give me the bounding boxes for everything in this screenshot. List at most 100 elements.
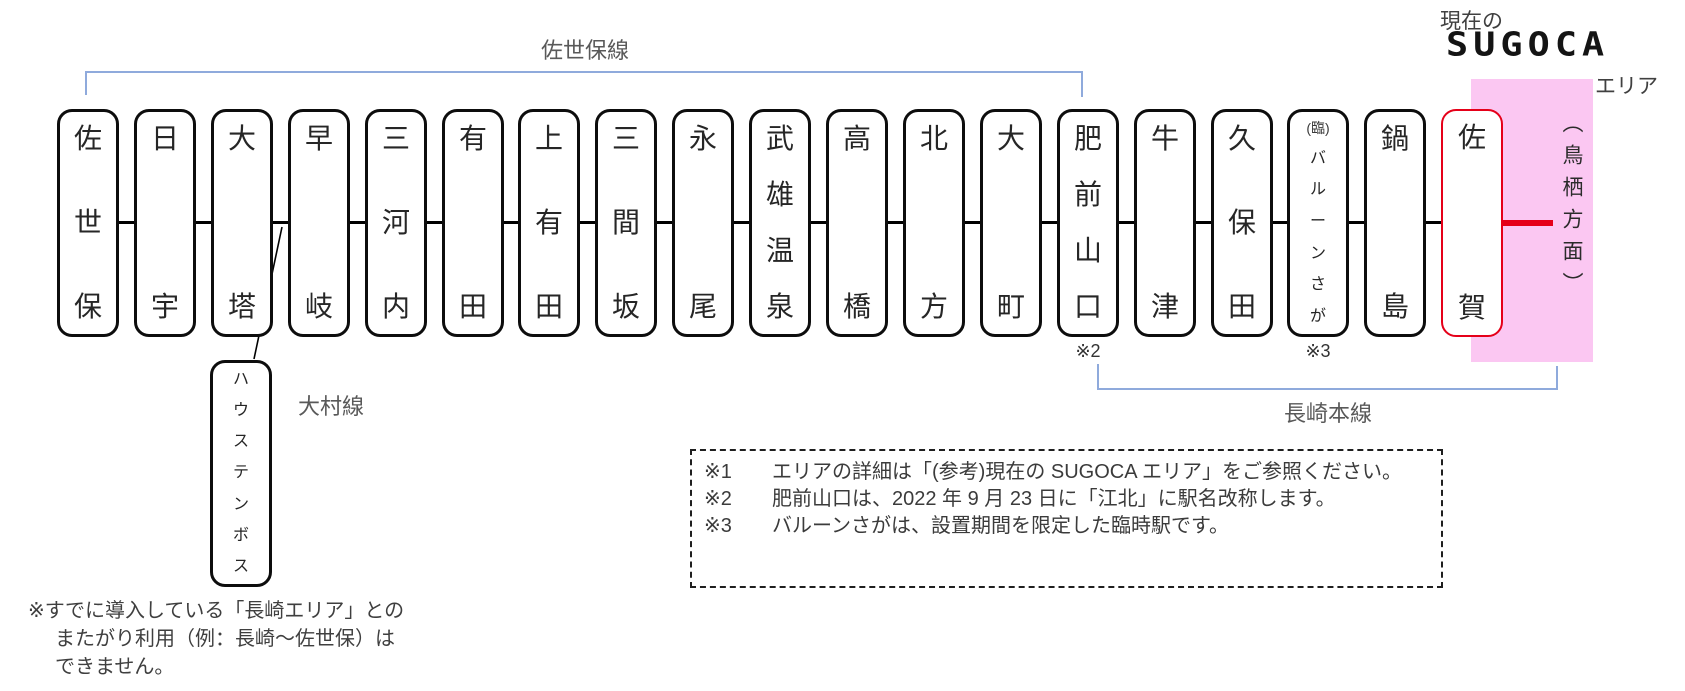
station-name-char: 日	[150, 123, 179, 154]
station-name-char: 内	[381, 291, 410, 322]
track-segment	[577, 221, 598, 224]
note-item: ※1 エリアの詳細は「(参考)現在の SUGOCA エリア」をご参照ください。	[704, 459, 1429, 486]
track-segment	[347, 221, 368, 224]
station-name-char: 佐	[1457, 122, 1486, 153]
station-name-char: 田	[458, 291, 487, 322]
station-name-char: 尾	[688, 291, 717, 322]
station-name-char: 上	[534, 123, 563, 154]
station-name-char: 方	[919, 291, 948, 322]
station-name-char: 三	[381, 123, 410, 154]
station-name-char: ン	[232, 495, 249, 513]
station-box: 佐世保	[57, 109, 119, 337]
nagasaki-line-bracket-left-tick	[1097, 364, 1099, 390]
station-name-char: ハ	[232, 371, 249, 388]
area-suffix-label: エリア	[1595, 75, 1658, 98]
station-name-char: 北	[919, 123, 948, 154]
track-segment	[1116, 221, 1137, 224]
note-line: ※すでに導入している「長崎エリア」との	[28, 600, 405, 622]
track-segment	[270, 221, 291, 224]
station-box: 日宇	[134, 109, 196, 337]
station-name-char: 前	[1073, 179, 1102, 210]
station-name-char: 町	[996, 291, 1025, 322]
station-box: (臨)バルーンさが	[1287, 109, 1349, 337]
station-name-char: ウ	[232, 402, 249, 420]
station-name-char: ス	[232, 433, 249, 451]
track-segment	[1193, 221, 1214, 224]
station-name-char: 坂	[611, 291, 640, 322]
station-box: 三間坂	[595, 109, 657, 337]
track-segment	[1039, 221, 1060, 224]
station-name-char: 泉	[765, 291, 794, 322]
sasebo-line-bracket-right-tick	[1081, 71, 1083, 97]
track-segment	[116, 221, 137, 224]
note-item: ※2 肥前山口は、2022 年 9 月 23 日に「江北」に駅名改称します。	[704, 486, 1429, 513]
note-line: またがり利用（例：長崎～佐世保）は	[55, 628, 395, 650]
station-name-char: テ	[232, 464, 249, 482]
station-name-char: 田	[534, 291, 563, 322]
station-name-char: 有	[534, 207, 563, 238]
track-segment	[424, 221, 445, 224]
track-segment	[654, 221, 675, 224]
nagasaki-line-bracket-right-tick	[1556, 366, 1558, 390]
station-name-char: 久	[1227, 123, 1256, 154]
station-box: 大塔	[211, 109, 273, 337]
station-name-char: 大	[227, 123, 256, 154]
station-box-huis-ten-bosch: ハウステンボス	[210, 360, 272, 587]
note-line: できません。	[55, 656, 175, 678]
sasebo-line-bracket-left-tick	[85, 71, 87, 95]
station-name-char: ボ	[232, 526, 249, 544]
station-name-char: 鍋	[1380, 123, 1409, 154]
track-segment	[1270, 221, 1290, 224]
note-text: 肥前山口は、2022 年 9 月 23 日に「江北」に駅名改称します。	[772, 488, 1336, 510]
note-marker: ※1	[704, 461, 732, 483]
track-segment	[808, 221, 829, 224]
station-footnote-marker: ※2	[1075, 341, 1101, 361]
station-footnote-marker: ※3	[1305, 341, 1331, 361]
provisional-station-prefix: (臨)	[1306, 120, 1330, 136]
station-box: 早岐	[288, 109, 350, 337]
station-box: 肥前山口	[1057, 109, 1119, 337]
station-box: 高橋	[826, 109, 888, 337]
station-name-char: 永	[688, 123, 717, 154]
station-box: 久保田	[1211, 109, 1273, 337]
station-name-char: 温	[765, 235, 794, 266]
station-name-char: 河	[381, 207, 410, 238]
station-name-char: 有	[458, 123, 487, 154]
track-segment	[885, 221, 906, 224]
station-box: 永尾	[672, 109, 734, 337]
station-name-char: 佐	[73, 123, 102, 154]
station-name-char: 口	[1073, 291, 1102, 322]
tosu-direction-label: （鳥栖方面）	[1560, 112, 1583, 304]
station-name-char: 島	[1380, 291, 1409, 322]
nagasaki-line-label: 長崎本線	[1283, 401, 1372, 426]
station-name-char: バ	[1309, 149, 1326, 167]
station-name-char: 宇	[150, 291, 179, 322]
station-box: 牛津	[1134, 109, 1196, 337]
note-text: バルーンさがは、設置期間を限定した臨時駅です。	[772, 515, 1229, 537]
station-name-char: 武	[765, 123, 794, 154]
station-name-char: 世	[73, 207, 102, 238]
station-box: 武雄温泉	[749, 109, 811, 337]
station-name-char: 津	[1150, 291, 1179, 322]
station-name-char: さ	[1309, 276, 1326, 294]
station-name-char: ル	[1309, 181, 1326, 199]
station-name-char: 塔	[227, 291, 256, 322]
sasebo-line-bracket	[85, 71, 1083, 73]
track-segment	[1423, 221, 1444, 224]
station-name-char: 高	[842, 123, 871, 154]
station-name-char: 牛	[1150, 123, 1179, 154]
station-name-char: 賀	[1457, 292, 1486, 323]
station-name-char: ー	[1309, 212, 1326, 230]
station-name-char: 間	[611, 207, 640, 238]
station-name-char: 岐	[304, 291, 333, 322]
note-text: エリアの詳細は「(参考)現在の SUGOCA エリア」をご参照ください。	[772, 461, 1403, 483]
station-name-char: 大	[996, 123, 1025, 154]
station-name-char: 雄	[765, 179, 794, 210]
footnotes-box: ※1 エリアの詳細は「(参考)現在の SUGOCA エリア」をご参照ください。 ※2…	[690, 449, 1443, 588]
track-segment	[501, 221, 521, 224]
station-box: 佐賀	[1441, 109, 1503, 337]
note-marker: ※2	[704, 488, 732, 510]
omura-line-label: 大村線	[298, 394, 365, 419]
track-segment	[1346, 221, 1367, 224]
